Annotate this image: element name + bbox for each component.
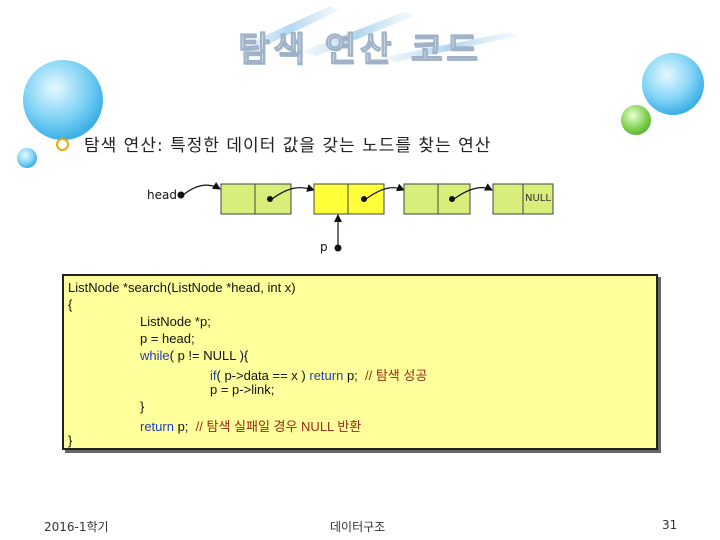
code-line-9: return p; // 탐색 실패일 경우 NULL 반환 bbox=[140, 419, 362, 434]
node-2-link-dot bbox=[361, 196, 367, 202]
null-label: NULL bbox=[525, 193, 551, 204]
title-swoosh-2 bbox=[300, 12, 414, 56]
code-block: ListNode *search(ListNode *head, int x) … bbox=[62, 274, 658, 450]
node-4-data bbox=[492, 183, 524, 215]
node-2-data bbox=[313, 183, 349, 215]
node-1-link bbox=[254, 183, 292, 215]
node-2-arrow bbox=[365, 183, 405, 200]
comment-search-success: // 탐색 성공 bbox=[365, 368, 428, 383]
keyword-if: if bbox=[210, 368, 217, 383]
footer-semester: 2016-1학기 bbox=[44, 520, 109, 534]
head-pointer-dot bbox=[177, 191, 185, 199]
decor-circle-large bbox=[23, 60, 103, 140]
footer-course: 데이터구조 bbox=[330, 520, 386, 534]
decor-circle-right bbox=[642, 53, 704, 115]
slide-title: 탐색 연산 코드 bbox=[238, 29, 482, 70]
code-line-6: if( p->data == x ) return p; // 탐색 성공 bbox=[210, 368, 428, 383]
code-line-10: } bbox=[68, 433, 73, 448]
keyword-while: while bbox=[140, 348, 170, 363]
code-line-4: p = head; bbox=[140, 331, 195, 346]
node-1-link-dot bbox=[267, 196, 273, 202]
bullet-icon bbox=[56, 138, 69, 151]
title-swoosh-1 bbox=[238, 6, 340, 52]
decor-circle-green bbox=[621, 105, 651, 135]
head-label: head bbox=[147, 188, 177, 202]
code-line-7: p = p->link; bbox=[210, 382, 275, 397]
title-swoosh-3 bbox=[380, 32, 518, 62]
comment-search-fail: // 탐색 실패일 경우 NULL 반환 bbox=[195, 419, 362, 434]
keyword-return: return bbox=[140, 419, 174, 434]
node-3-link-dot bbox=[449, 196, 455, 202]
keyword-return: return bbox=[309, 368, 344, 383]
node-3-arrow bbox=[453, 183, 493, 200]
node-4-link bbox=[522, 183, 554, 215]
footer-page-number: 31 bbox=[662, 518, 678, 532]
code-line-2: { bbox=[68, 297, 73, 312]
code-line-3: ListNode *p; bbox=[140, 314, 211, 329]
p-label: p bbox=[320, 240, 328, 254]
code-line-1: ListNode *search(ListNode *head, int x) bbox=[68, 280, 296, 295]
node-1-arrow bbox=[271, 184, 315, 200]
head-arrow bbox=[182, 181, 221, 196]
code-line-8: } bbox=[140, 399, 145, 414]
code-line-5: while( p != NULL ){ bbox=[140, 348, 249, 363]
node-1-data bbox=[220, 183, 256, 215]
p-pointer-dot bbox=[334, 244, 342, 252]
bullet-text: 탐색 연산: 특정한 데이터 값을 갖는 노드를 찾는 연산 bbox=[84, 136, 492, 156]
node-3-data bbox=[403, 183, 439, 215]
decor-circle-small bbox=[17, 148, 37, 168]
